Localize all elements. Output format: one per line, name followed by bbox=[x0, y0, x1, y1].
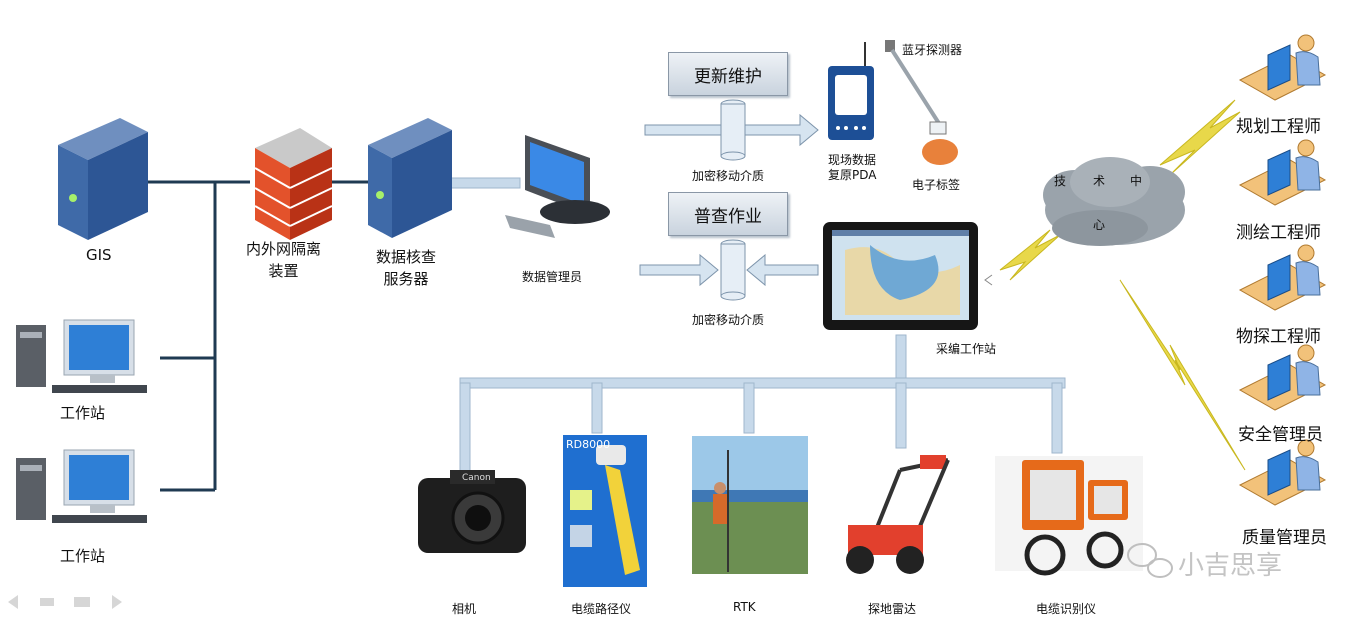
cable-locator-image bbox=[563, 435, 647, 587]
wechat-icon bbox=[1127, 543, 1173, 578]
field-station-tablet-icon bbox=[823, 222, 978, 330]
role-label-safety: 安全管理员 bbox=[1238, 425, 1323, 445]
device-label-rtk: RTK bbox=[733, 600, 756, 614]
encrypted-media-label-1: 加密移动介质 bbox=[692, 169, 765, 183]
survey-operation-box: 普查作业 bbox=[668, 192, 788, 236]
cable-identifier-image bbox=[995, 456, 1143, 576]
watermark-text: 小吉思享 bbox=[1178, 551, 1283, 581]
bt-detector-label: 蓝牙探测器 bbox=[902, 43, 963, 57]
tech-center-cloud bbox=[1043, 157, 1185, 246]
device-bus bbox=[459, 334, 1066, 472]
device-label-cable-locator: 电缆路径仪 bbox=[571, 602, 632, 616]
device-label-cable-identifier: 电缆识别仪 bbox=[1036, 602, 1097, 616]
device-label-ground-radar: 探地雷达 bbox=[868, 602, 917, 616]
workstation-icon-1 bbox=[16, 319, 147, 393]
small-arrow bbox=[984, 274, 993, 286]
survey-flow bbox=[639, 239, 819, 301]
canon-brand-text: Canon bbox=[462, 473, 491, 483]
tech-center-char-3: 中 bbox=[1130, 174, 1143, 188]
gis-server-icon bbox=[58, 118, 148, 240]
device-label-camera: 相机 bbox=[452, 602, 477, 616]
update-flow bbox=[644, 99, 819, 161]
firewall-icon bbox=[254, 128, 333, 240]
verification-server-icon bbox=[368, 118, 452, 238]
slide-controls[interactable] bbox=[8, 595, 122, 609]
role-label-planning: 规划工程师 bbox=[1236, 117, 1321, 137]
pda-icon bbox=[828, 42, 874, 140]
left-network-lines bbox=[148, 180, 370, 492]
role-label-quality: 质量管理员 bbox=[1242, 528, 1327, 548]
ground-radar-image bbox=[846, 455, 950, 574]
role-icons bbox=[1238, 34, 1327, 506]
tech-center-char-4: 心 bbox=[1093, 218, 1106, 232]
workstation-label-1: 工作站 bbox=[60, 404, 106, 422]
data-manager-label: 数据管理员 bbox=[522, 270, 583, 284]
update-maintenance-box: 更新维护 bbox=[668, 52, 788, 96]
e-tag-label: 电子标签 bbox=[912, 178, 961, 192]
rd8000-brand-text: RD8000 bbox=[566, 438, 611, 451]
pda-label: 现场数据 复原PDA bbox=[828, 153, 877, 182]
admin-computer-icon bbox=[505, 135, 610, 238]
tech-center-char-1: 技 bbox=[1054, 174, 1067, 188]
tech-center-char-2: 术 bbox=[1093, 174, 1106, 188]
encrypted-media-label-2: 加密移动介质 bbox=[692, 313, 765, 327]
server-admin-link bbox=[449, 177, 521, 189]
workstation-label-2: 工作站 bbox=[60, 547, 106, 565]
bluetooth-detector-icon bbox=[885, 40, 947, 135]
field-station-label: 采编工作站 bbox=[936, 342, 997, 356]
role-label-geophysics: 物探工程师 bbox=[1236, 327, 1321, 347]
gis-label: GIS bbox=[86, 246, 112, 264]
camera-image bbox=[418, 470, 526, 553]
lightning-bolts bbox=[999, 99, 1246, 471]
electronic-tag-icon bbox=[922, 139, 958, 165]
server-label: 数据核查 服务器 bbox=[376, 248, 437, 288]
workstation-icon-2 bbox=[16, 449, 147, 523]
rtk-image bbox=[692, 436, 808, 574]
role-label-surveying: 测绘工程师 bbox=[1236, 223, 1321, 243]
firewall-label: 内外网隔离 装置 bbox=[246, 240, 322, 280]
